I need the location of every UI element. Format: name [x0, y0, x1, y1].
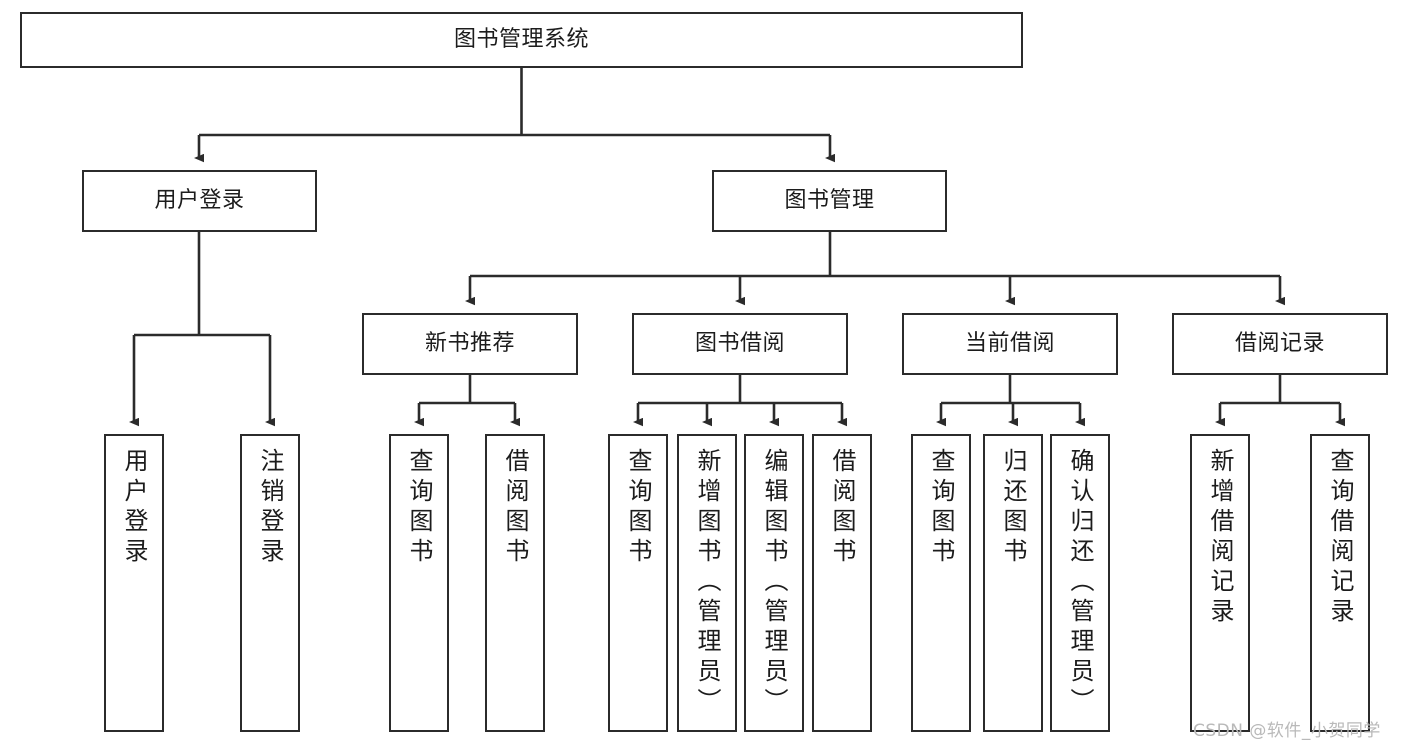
node-leaf-query-book-3[interactable]: 查询图书: [911, 434, 971, 732]
connectors-root-to-level2: [194, 68, 835, 163]
node-leaf-add-record-label: 新增借阅记录: [1206, 448, 1234, 628]
node-root-system[interactable]: 图书管理系统: [20, 12, 1023, 68]
connectors-current-borrow-to-leaves: [936, 375, 1085, 427]
node-leaf-edit-book[interactable]: 编辑图书（管理员）: [744, 434, 804, 732]
node-leaf-query-book-1[interactable]: 查询图书: [389, 434, 449, 732]
node-book-borrow-label: 图书借阅: [694, 331, 785, 357]
node-leaf-add-book[interactable]: 新增图书（管理员）: [677, 434, 737, 732]
node-leaf-query-record[interactable]: 查询借阅记录: [1310, 434, 1370, 732]
node-book-borrow[interactable]: 图书借阅: [632, 313, 848, 375]
node-leaf-query-book-2[interactable]: 查询图书: [608, 434, 668, 732]
node-leaf-add-record[interactable]: 新增借阅记录: [1190, 434, 1250, 732]
node-leaf-query-book-2-label: 查询图书: [624, 448, 652, 568]
node-leaf-query-book-3-label: 查询图书: [927, 448, 955, 568]
node-leaf-query-record-label: 查询借阅记录: [1326, 448, 1354, 628]
node-current-borrow[interactable]: 当前借阅: [902, 313, 1118, 375]
node-leaf-add-book-label: 新增图书（管理员）: [693, 448, 721, 718]
node-leaf-logout-label: 注销登录: [256, 448, 284, 568]
node-leaf-borrow-book-1-label: 借阅图书: [501, 448, 529, 568]
node-current-borrow-label: 当前借阅: [964, 331, 1055, 357]
connectors-user-login-to-leaves: [129, 232, 275, 427]
connectors-new-book-rec-to-leaves: [414, 375, 520, 427]
node-user-login-label: 用户登录: [154, 188, 245, 214]
node-leaf-edit-book-label: 编辑图书（管理员）: [760, 448, 788, 718]
node-new-book-rec-label: 新书推荐: [424, 331, 515, 357]
node-root-system-label: 图书管理系统: [453, 27, 589, 53]
node-leaf-confirm-return-label: 确认归还（管理员）: [1066, 448, 1094, 718]
node-borrow-record-label: 借阅记录: [1234, 331, 1325, 357]
connectors-borrow-record-to-leaves: [1215, 375, 1345, 427]
node-leaf-borrow-book-1[interactable]: 借阅图书: [485, 434, 545, 732]
connectors-book-borrow-to-leaves: [633, 375, 847, 427]
node-leaf-query-book-1-label: 查询图书: [405, 448, 433, 568]
node-leaf-confirm-return[interactable]: 确认归还（管理员）: [1050, 434, 1110, 732]
node-leaf-return-book[interactable]: 归还图书: [983, 434, 1043, 732]
node-leaf-borrow-book-2[interactable]: 借阅图书: [812, 434, 872, 732]
node-user-login[interactable]: 用户登录: [82, 170, 317, 232]
node-leaf-logout[interactable]: 注销登录: [240, 434, 300, 732]
node-book-manage-label: 图书管理: [784, 188, 875, 214]
node-leaf-user-login-label: 用户登录: [120, 448, 148, 568]
node-leaf-user-login[interactable]: 用户登录: [104, 434, 164, 732]
node-leaf-return-book-label: 归还图书: [999, 448, 1027, 568]
node-leaf-borrow-book-2-label: 借阅图书: [828, 448, 856, 568]
node-borrow-record[interactable]: 借阅记录: [1172, 313, 1388, 375]
node-new-book-rec[interactable]: 新书推荐: [362, 313, 578, 375]
node-book-manage[interactable]: 图书管理: [712, 170, 947, 232]
connectors-book-manage-to-level3: [465, 232, 1285, 306]
